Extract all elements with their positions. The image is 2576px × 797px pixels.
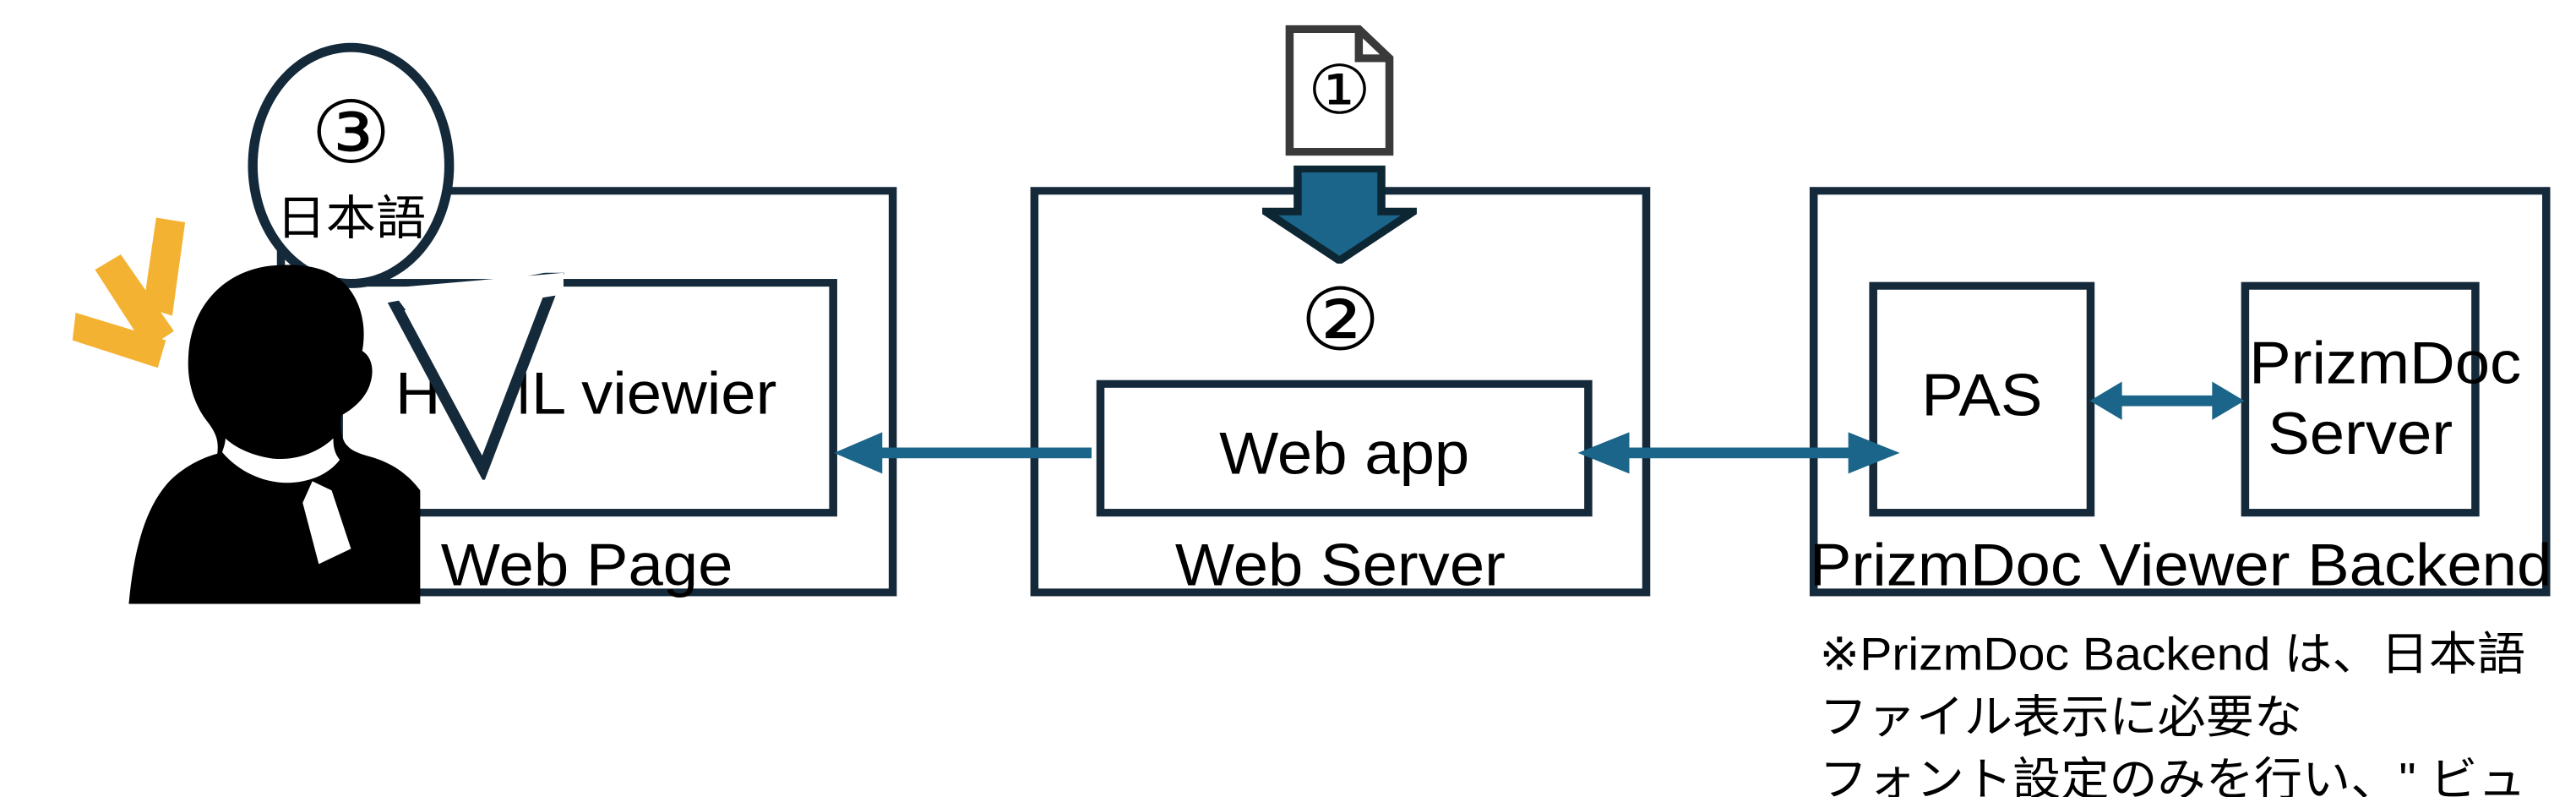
web-server-caption: Web Server xyxy=(1174,533,1506,600)
excitement-rays-icon xyxy=(72,217,186,368)
arrow-document-to-webapp xyxy=(1262,165,1417,264)
arrow-webapp-to-viewer xyxy=(834,432,1092,474)
speech-balloon-tail xyxy=(387,272,564,480)
prizmdoc-server-label: PrizmDoc Server xyxy=(2249,330,2522,468)
web-app-label: Web app xyxy=(1219,421,1470,488)
balloon-language-text: 日本語 xyxy=(275,190,427,245)
speech-balloon: ③ 日本語 xyxy=(248,42,455,288)
footnote-text: ※PrizmDoc Backend は、日本語ファイル表示に必要な フォント設定… xyxy=(1819,630,2526,797)
pas-label: PAS xyxy=(1921,363,2043,429)
web-app-box: Web app xyxy=(1096,379,1593,517)
arrow-pas-to-prizmdoc-server xyxy=(2089,381,2245,420)
arrow-webserver-to-backend xyxy=(1577,432,1900,474)
user-silhouette-icon xyxy=(128,265,421,604)
prizmdoc-server-box: PrizmDoc Server xyxy=(2241,281,2522,517)
pas-box: PAS xyxy=(1869,281,2095,517)
balloon-step-number: ③ xyxy=(310,83,392,181)
prizmdoc-backend-box xyxy=(1809,187,2551,597)
web-page-caption: Web Page xyxy=(440,533,733,600)
document-step-number: ① xyxy=(1307,53,1372,129)
document-icon: ① xyxy=(1285,25,1395,156)
prizmdoc-backend-caption: PrizmDoc Viewer Backend xyxy=(1809,533,2552,600)
step-2-circle: ② xyxy=(1299,270,1381,368)
